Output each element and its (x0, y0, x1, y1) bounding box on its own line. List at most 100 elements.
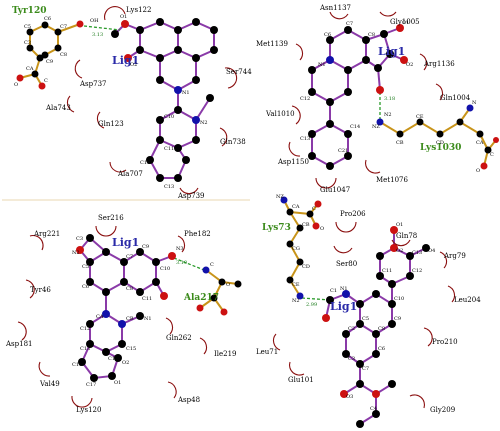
atom-labels-p3: C3 C5 C6 C7 C8 C9 C10 C11 C12 C13 C14 C1… (72, 236, 230, 388)
hbond-residue-label: Ala217 (183, 293, 219, 303)
svg-text:C11: C11 (382, 268, 392, 274)
svg-text:C3: C3 (348, 356, 355, 362)
hydrophobic-contact-arc-icon (423, 327, 433, 347)
hydrophobic-contact-arc-icon (295, 43, 304, 61)
svg-text:O4: O4 (428, 248, 435, 254)
svg-text:C16: C16 (72, 362, 82, 368)
panel-bottom-right: Lys73 Lig1 2.99 Pro206 Gln78 Ser80 Arg79… (256, 194, 481, 428)
atoms-p2 (308, 24, 499, 170)
hydrophobic-contact-arc-icon (95, 225, 117, 237)
hbond-p3 (173, 257, 205, 271)
hydrophobic-arcs-p1 (66, 6, 238, 195)
hydrophobic-contact-arc-icon (71, 395, 93, 408)
svg-text:CD: CD (436, 140, 444, 146)
residue-label: Phe182 (184, 230, 211, 238)
svg-text:C1: C1 (330, 288, 337, 294)
residue-label: Leu204 (454, 296, 481, 304)
hydrophobic-contact-arc-icon (29, 234, 44, 251)
svg-text:C15: C15 (126, 346, 136, 352)
svg-text:C13: C13 (300, 136, 310, 142)
residue-label: Ile219 (214, 350, 237, 358)
svg-text:CA: CA (476, 140, 484, 146)
residue-label: Ser744 (226, 68, 252, 76)
hydrophobic-contact-arc-icon (109, 161, 127, 173)
svg-text:C8: C8 (378, 326, 385, 332)
svg-text:OH: OH (90, 18, 99, 24)
ligand-label: Lig1 (112, 54, 139, 67)
svg-text:CA: CA (96, 314, 104, 320)
hydrophobic-contact-arc-icon (364, 159, 381, 174)
hydrophobic-contact-arc-icon (435, 83, 444, 101)
svg-text:NZ: NZ (372, 124, 380, 130)
svg-text:O: O (14, 82, 18, 88)
hydrophobic-contact-arc-icon (104, 6, 126, 21)
residue-label: Leu71 (256, 348, 278, 356)
hydrophobic-contact-arc-icon (379, 11, 397, 17)
svg-text:C5: C5 (24, 24, 31, 30)
hydrophobic-arcs-p2 (288, 11, 444, 189)
svg-text:CE: CE (292, 282, 300, 288)
svg-text:CE: CE (416, 114, 424, 120)
ligand-bonds-p1 (114, 20, 215, 179)
svg-text:N2: N2 (72, 250, 80, 256)
ligand-label: Lig1 (112, 236, 139, 249)
svg-text:C3: C3 (76, 236, 83, 242)
svg-text:C3: C3 (24, 40, 31, 46)
residue-label: Arg1136 (423, 60, 455, 68)
svg-text:N: N (472, 100, 477, 106)
svg-text:C2: C2 (348, 326, 355, 332)
svg-text:CB: CB (396, 140, 404, 146)
residue-label: Gly209 (430, 406, 455, 414)
svg-text:C4: C4 (370, 406, 377, 412)
residue-label: Glu1047 (320, 186, 350, 194)
hydrophobic-arcs-p3 (17, 225, 208, 408)
hydrophobic-contact-arc-icon (165, 317, 174, 335)
svg-text:O2: O2 (406, 62, 413, 68)
panel-bottom-left: Lig1 Ala217 3.10 Ser216 Arg221 Phe182 Ty… (5, 214, 242, 414)
svg-text:C13: C13 (80, 346, 90, 352)
svg-text:CD: CD (302, 264, 310, 270)
residue-label: Arg79 (443, 252, 466, 260)
svg-text:C13: C13 (412, 250, 422, 256)
svg-text:C12: C12 (80, 326, 90, 332)
svg-text:O3: O3 (346, 394, 353, 400)
atom-labels-p1: C3 C5 C6 C7 C8 C9 OH CA C O O1 O2 N1 N2 … (14, 14, 208, 190)
hydrophobic-arcs-p4 (272, 221, 456, 409)
svg-text:C13: C13 (164, 184, 174, 190)
residue-label: Asp737 (79, 80, 107, 88)
hydrophobic-contact-arc-icon (219, 127, 228, 147)
svg-text:O1: O1 (120, 14, 127, 20)
svg-text:C12: C12 (412, 268, 422, 274)
hydrophobic-contact-arc-icon (17, 321, 27, 341)
hydrophobic-contact-arc-icon (391, 239, 411, 247)
hydrophobic-contact-arc-icon (177, 235, 186, 253)
ligand-label: Lig1 (330, 300, 357, 313)
svg-text:C6: C6 (378, 346, 385, 352)
svg-text:CA: CA (26, 66, 34, 72)
svg-text:C7: C7 (362, 366, 369, 372)
svg-text:CB: CB (126, 316, 134, 322)
svg-text:O1: O1 (396, 222, 403, 228)
hydrophobic-contact-arc-icon (439, 251, 448, 269)
hydrophobic-contact-arc-icon (447, 285, 456, 303)
svg-text:C10: C10 (164, 114, 174, 120)
residue-label: Asp181 (5, 340, 33, 348)
svg-text:C21: C21 (338, 148, 348, 154)
residue-label: Gln738 (220, 138, 246, 146)
residue-label: Pro206 (340, 210, 366, 218)
svg-text:C6: C6 (324, 32, 331, 38)
svg-text:C6: C6 (44, 16, 51, 22)
svg-text:N1: N1 (144, 316, 152, 322)
svg-text:C12: C12 (300, 96, 310, 102)
hydrophobic-contact-arc-icon (167, 381, 177, 399)
svg-text:N3: N3 (176, 246, 184, 252)
svg-text:NZ: NZ (276, 194, 284, 200)
svg-text:O: O (320, 226, 324, 232)
residue-label: Asp1150 (277, 158, 309, 166)
svg-text:O: O (476, 168, 480, 174)
svg-text:CB: CB (302, 222, 310, 228)
residue-label: Val1010 (265, 110, 295, 118)
svg-text:C7: C7 (60, 24, 67, 30)
residue-label: Gln1004 (440, 94, 471, 102)
hydrophobic-contact-arc-icon (419, 53, 428, 71)
